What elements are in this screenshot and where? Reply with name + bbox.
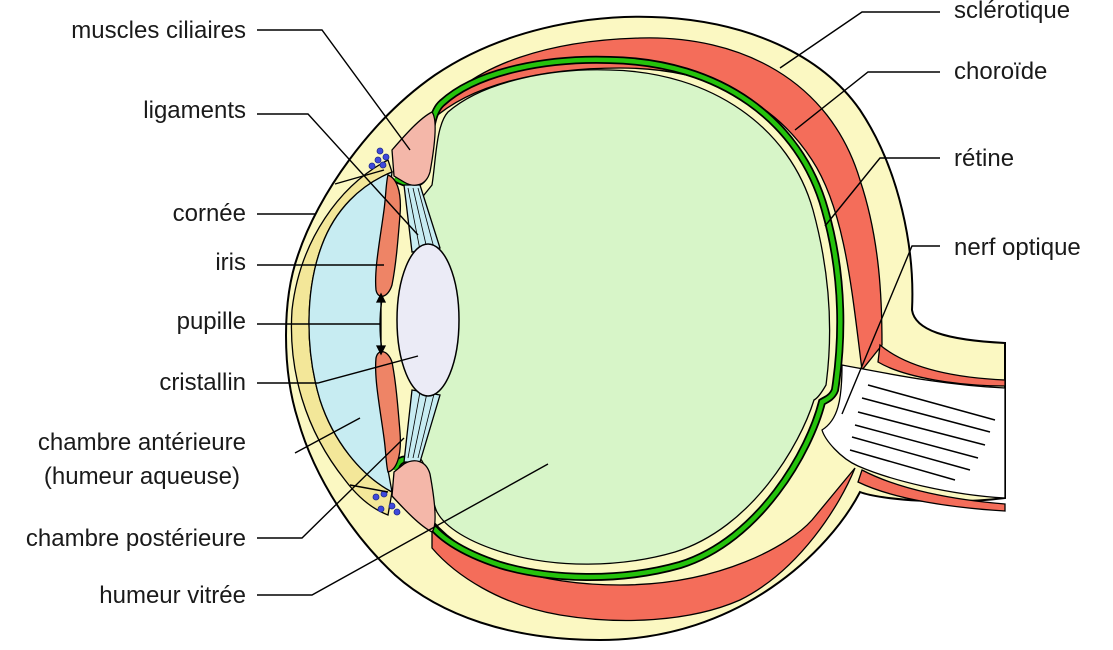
leader-nerf-optique (841, 245, 940, 415)
crystalline-lens (396, 243, 460, 397)
label-cristallin: cristallin (159, 369, 246, 396)
leader-chambre-posterieure (257, 437, 405, 539)
label-chambre-anterieure: chambre antérieure (38, 429, 246, 456)
leader-ligaments (257, 113, 419, 236)
choroid-region (428, 37, 883, 622)
optic-nerve (821, 364, 1006, 499)
leader-cornee-inner (334, 169, 385, 185)
label-choroide: choroïde (954, 58, 1047, 85)
leader-lines (257, 11, 940, 596)
label-muscles-ciliaires: muscles ciliaires (71, 17, 246, 44)
leader-retine (824, 157, 940, 227)
leader-choroide (794, 71, 940, 131)
leader-humeur-vitree (257, 463, 549, 596)
label-humeur-vitree: humeur vitrée (99, 582, 246, 609)
leader-sclerotique (779, 11, 940, 69)
label-iris: iris (215, 249, 246, 276)
label-pupille: pupille (177, 308, 246, 335)
label-cornee: cornée (173, 200, 246, 227)
optic-nerve-fibers (849, 384, 996, 481)
label-retine: rétine (954, 145, 1014, 172)
leader-muscles-ciliaires (257, 29, 411, 151)
leader-chambre-anterieure (294, 417, 361, 454)
ciliary-muscle-upper (391, 111, 436, 186)
leader-cristallin (257, 355, 419, 384)
pupil-arrow (375, 292, 387, 356)
label-sclerotique: sclérotique (954, 0, 1070, 24)
iris-lower (374, 351, 402, 473)
schlemm-cells-upper (368, 147, 390, 170)
label-nerf-optique: nerf optique (954, 234, 1081, 261)
label-ligaments: ligaments (143, 97, 246, 124)
label-chambre-posterieure: chambre postérieure (26, 525, 246, 552)
schlemm-cells-lower (372, 490, 401, 516)
zonule-fibers (407, 187, 435, 459)
label-humeur-aqueuse: (humeur aqueuse) (44, 463, 240, 490)
vitreous-body (419, 69, 831, 565)
optic-nerve-sheath-lower (857, 469, 1006, 512)
iris-upper (374, 174, 402, 297)
optic-nerve-sheath (877, 343, 1006, 387)
retina-layer-fill (392, 57, 843, 580)
leader-cornee-inner-lower (349, 484, 389, 493)
ciliary-muscle-lower (391, 460, 436, 533)
